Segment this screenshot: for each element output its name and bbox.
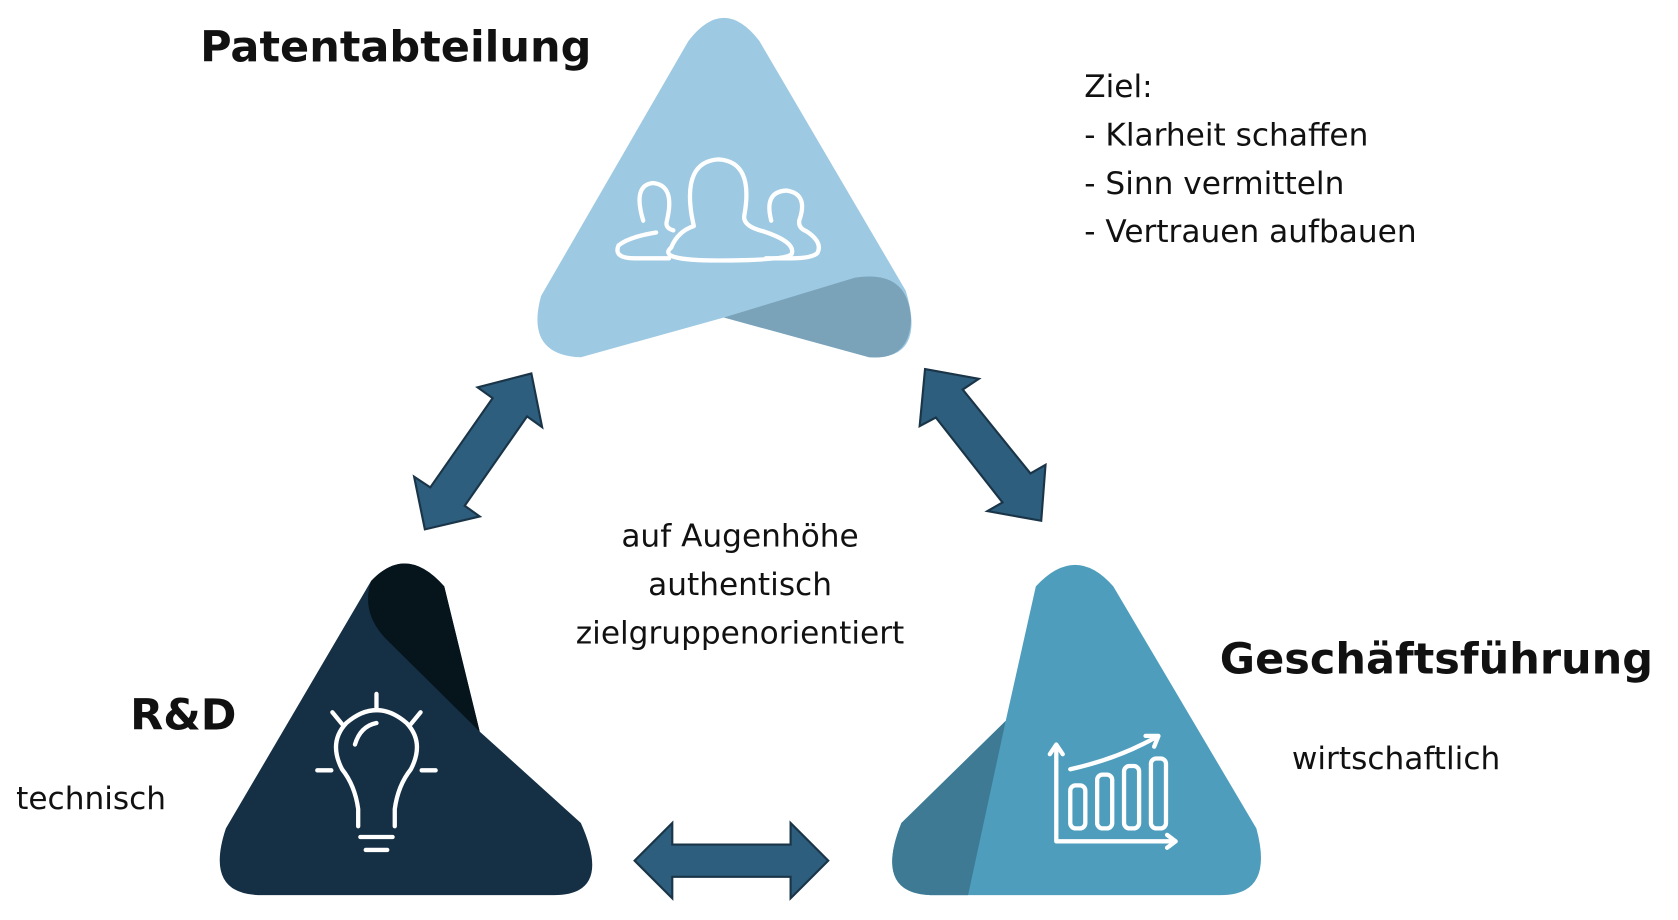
arrow-top-left [414,373,542,529]
goal-item: - Vertrauen aufbauen [1084,214,1416,250]
node-geschaeftsfuehrung: Geschäftsführung wirtschaftlich [892,565,1653,895]
node-title-left: R&D [130,690,236,740]
center-line: zielgruppenorientiert [576,615,904,651]
node-subtitle-left: technisch [16,781,166,817]
node-rnd: R&D technisch [16,563,592,895]
center-line: auf Augenhöhe [621,519,858,555]
node-subtitle-right: wirtschaftlich [1292,741,1500,777]
node-patentabteilung: Patentabteilung [200,18,911,358]
goal-list: Ziel: - Klarheit schaffen - Sinn vermitt… [1084,69,1416,250]
arrow-top-right [920,369,1046,521]
goal-item: - Sinn vermitteln [1084,166,1344,202]
goal-heading: Ziel: [1084,69,1152,105]
node-title-top: Patentabteilung [200,22,591,72]
arrow-bottom [635,823,829,898]
node-title-right: Geschäftsführung [1220,635,1653,685]
center-attributes: auf Augenhöhe authentisch zielgruppenori… [576,519,904,652]
goal-item: - Klarheit schaffen [1084,117,1368,153]
center-line: authentisch [648,567,832,603]
